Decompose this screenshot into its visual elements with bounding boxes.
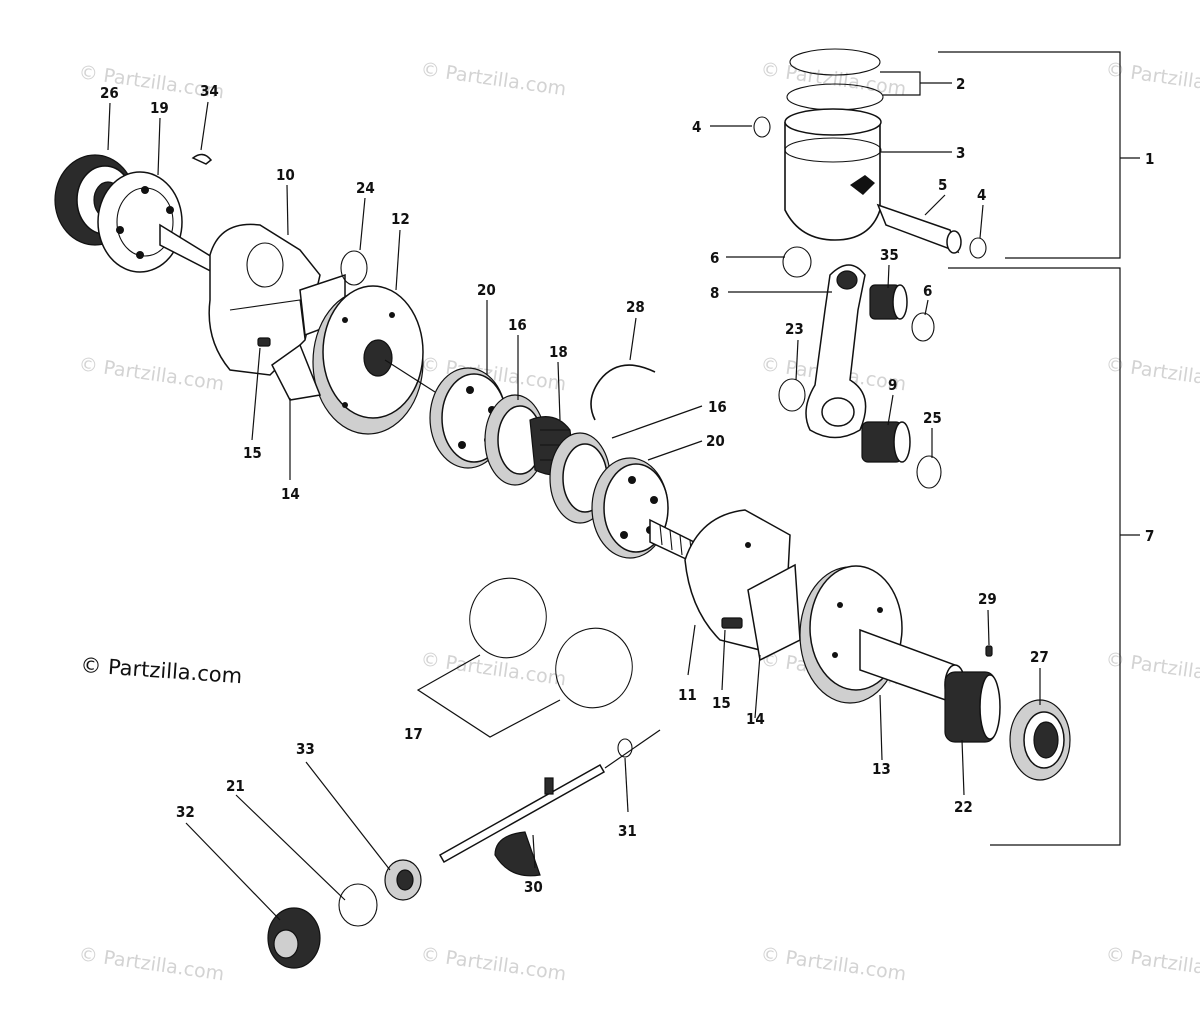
part-label-11: 11 xyxy=(678,686,697,704)
pump-washer-31 xyxy=(617,738,633,758)
crank-rings-17 xyxy=(416,577,633,738)
woodruff-key xyxy=(191,153,213,165)
centerline-left xyxy=(384,359,436,393)
piston-pin xyxy=(876,203,962,254)
right-main-bearing-22 xyxy=(944,671,1001,743)
part-label-22: 22 xyxy=(954,798,973,816)
part-label-3: 3 xyxy=(956,144,965,162)
watermark: © Partzilla.com xyxy=(1104,58,1200,100)
part-label-14: 14 xyxy=(281,485,300,503)
watermark: © Partzilla.com xyxy=(759,943,907,985)
big-end-needle-bearing xyxy=(861,421,911,463)
part-label-7: 7 xyxy=(1145,527,1154,545)
small-end-needle-bearing xyxy=(869,284,908,320)
part-label-14: 14 xyxy=(746,710,765,728)
part-label-15: 15 xyxy=(712,694,731,712)
watermark: © Partzilla.com xyxy=(77,943,225,985)
piston-circlip-left xyxy=(753,116,771,138)
part-label-16: 16 xyxy=(508,316,527,334)
pump-drive-shaft xyxy=(438,729,661,877)
part-label-12: 12 xyxy=(391,210,410,228)
part-label-1: 1 xyxy=(1145,150,1154,168)
piston-circlip-right xyxy=(969,237,987,259)
part-label-15: 15 xyxy=(243,444,262,462)
part-label-8: 8 xyxy=(710,284,719,302)
copyright-label: © Partzilla.com xyxy=(80,653,243,688)
pump-bearing-33 xyxy=(384,859,422,901)
part-label-10: 10 xyxy=(276,166,295,184)
part-label-2: 2 xyxy=(956,75,965,93)
part-label-30: 30 xyxy=(524,878,543,896)
leader-lines xyxy=(107,71,1041,921)
part-label-21: 21 xyxy=(226,777,245,795)
crank-counterweight-14-left xyxy=(271,343,322,401)
left-crank-web xyxy=(208,223,321,376)
big-end-washer-right xyxy=(916,455,942,489)
assembly-brackets xyxy=(938,51,1140,846)
part-label-18: 18 xyxy=(549,343,568,361)
snap-ring-28 xyxy=(590,364,656,421)
small-end-washer-right xyxy=(911,312,935,342)
part-label-9: 9 xyxy=(888,376,897,394)
part-label-4: 4 xyxy=(692,118,701,136)
watermark: © Partzilla.com xyxy=(77,353,225,395)
left-ball-bearing xyxy=(97,171,183,273)
part-label-20: 20 xyxy=(706,432,725,450)
watermark: © Partzilla.com xyxy=(1104,943,1200,985)
part-label-28: 28 xyxy=(626,298,645,316)
big-end-washer-left xyxy=(778,378,806,412)
part-label-20: 20 xyxy=(477,281,496,299)
watermark: © Partzilla.com xyxy=(419,648,567,690)
part-label-5: 5 xyxy=(938,176,947,194)
part-label-31: 31 xyxy=(618,822,637,840)
piston xyxy=(784,108,882,241)
part-label-13: 13 xyxy=(872,760,891,778)
pump-gear-32 xyxy=(267,907,321,969)
part-labels: 1 2 3 4 5 4 6 6 35 8 23 9 25 7 26 19 34 … xyxy=(100,75,1154,896)
part-label-29: 29 xyxy=(978,590,997,608)
part-label-6: 6 xyxy=(923,282,932,300)
part-label-32: 32 xyxy=(176,803,195,821)
watermark: © Partzilla.com xyxy=(759,58,907,100)
crank-pin-screw-15-left xyxy=(257,337,271,347)
watermark: © Partzilla.com xyxy=(1104,353,1200,395)
part-label-25: 25 xyxy=(923,409,942,427)
crank-pin-screw-15-right xyxy=(721,617,743,629)
part-label-35: 35 xyxy=(880,246,899,264)
small-end-washer xyxy=(782,246,812,278)
part-label-4: 4 xyxy=(977,186,986,204)
part-label-27: 27 xyxy=(1030,648,1049,666)
part-label-23: 23 xyxy=(785,320,804,338)
right-oil-seal-27 xyxy=(1009,699,1071,781)
part-label-19: 19 xyxy=(150,99,169,117)
pump-circlip-21 xyxy=(338,883,378,927)
connecting-rod xyxy=(805,264,867,439)
watermark: © Partzilla.com xyxy=(419,58,567,100)
part-label-33: 33 xyxy=(296,740,315,758)
part-label-26: 26 xyxy=(100,84,119,102)
left-crank-flywheel xyxy=(312,285,424,435)
dowel-pin-29 xyxy=(985,645,993,657)
watermark: © Partzilla.com xyxy=(419,943,567,985)
crank-side-washer-24 xyxy=(340,250,368,286)
part-label-6: 6 xyxy=(710,249,719,267)
part-label-34: 34 xyxy=(200,82,219,100)
watermark: © Partzilla.com xyxy=(1104,648,1200,690)
part-label-16: 16 xyxy=(708,398,727,416)
part-label-17: 17 xyxy=(404,725,423,743)
part-label-24: 24 xyxy=(356,179,375,197)
